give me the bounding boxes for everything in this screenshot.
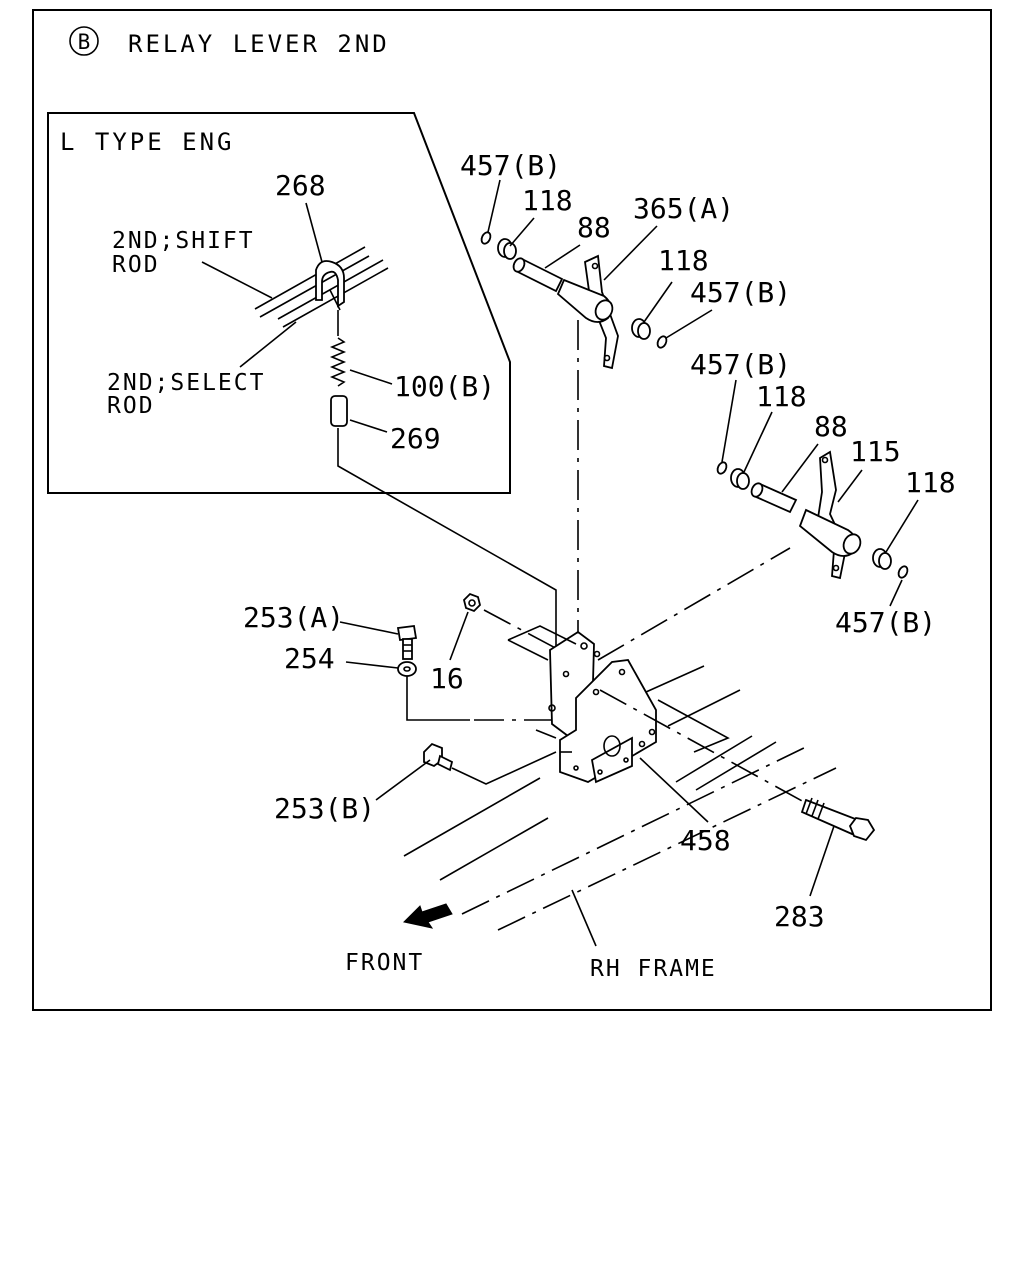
diagram-title: RELAY LEVER 2ND — [128, 30, 390, 58]
label-253b: 253(B) — [274, 792, 375, 825]
bush-118-mid — [631, 318, 651, 340]
shift-rod — [254, 246, 370, 318]
washer-254 — [397, 661, 417, 677]
snap-ring-lower — [716, 461, 728, 475]
collar-88-lower — [750, 482, 798, 514]
label-457b-top: 457(B) — [460, 149, 561, 182]
relay-lever-365a — [556, 254, 619, 370]
snap-ring-right — [897, 565, 909, 579]
select-rod — [277, 259, 389, 328]
collar-88-top — [512, 257, 564, 293]
label-100b: 100(B) — [394, 370, 495, 403]
fork-268 — [315, 260, 345, 311]
front-arrow-icon — [402, 903, 453, 929]
label-88-top: 88 — [577, 211, 611, 244]
bracket-458 — [548, 630, 657, 784]
inset-box — [47, 112, 511, 494]
label-268: 268 — [275, 169, 326, 202]
bush-118-right — [872, 548, 892, 570]
label-118-lower: 118 — [756, 380, 807, 413]
spring-100b — [329, 337, 347, 387]
label-253a: 253(A) — [243, 601, 344, 634]
label-458: 458 — [680, 824, 731, 857]
section-badge: B — [69, 26, 99, 56]
section-badge-letter: B — [78, 30, 91, 54]
label-457b-mid: 457(B) — [690, 276, 791, 309]
shift-rod-label-line1: 2ND;SHIFT — [112, 228, 255, 254]
shift-rod-label-line2: ROD — [112, 252, 160, 278]
bush-118-top — [497, 238, 517, 260]
front-label: FRONT — [345, 950, 424, 976]
label-118-top: 118 — [522, 184, 573, 217]
diagram-frame — [32, 9, 992, 1011]
rh-frame-label: RH FRAME — [590, 956, 717, 982]
label-269: 269 — [390, 422, 441, 455]
label-254: 254 — [284, 642, 335, 675]
snap-ring-top — [480, 231, 492, 245]
bolt-283 — [800, 797, 876, 842]
label-283: 283 — [774, 900, 825, 933]
rh-frame — [403, 665, 837, 931]
label-118-right: 118 — [905, 466, 956, 499]
select-rod-label-line2: ROD — [107, 393, 155, 419]
pin-269 — [330, 395, 348, 427]
label-16: 16 — [430, 662, 464, 695]
label-115: 115 — [850, 435, 901, 468]
label-118-mid: 118 — [658, 244, 709, 277]
label-365a: 365(A) — [633, 192, 734, 225]
nut-16 — [463, 592, 481, 613]
select-rod-label-line1: 2ND;SELECT — [107, 370, 265, 396]
bolt-253a — [396, 624, 418, 660]
label-457b-bottom: 457(B) — [835, 606, 936, 639]
inset-title: L TYPE ENG — [60, 128, 235, 156]
snap-ring-mid — [656, 335, 668, 349]
label-88-lower: 88 — [814, 410, 848, 443]
bush-118-lower — [730, 468, 750, 490]
label-457b-lower: 457(B) — [690, 348, 791, 381]
relay-lever-115 — [798, 450, 862, 580]
bolt-253b — [423, 742, 454, 772]
